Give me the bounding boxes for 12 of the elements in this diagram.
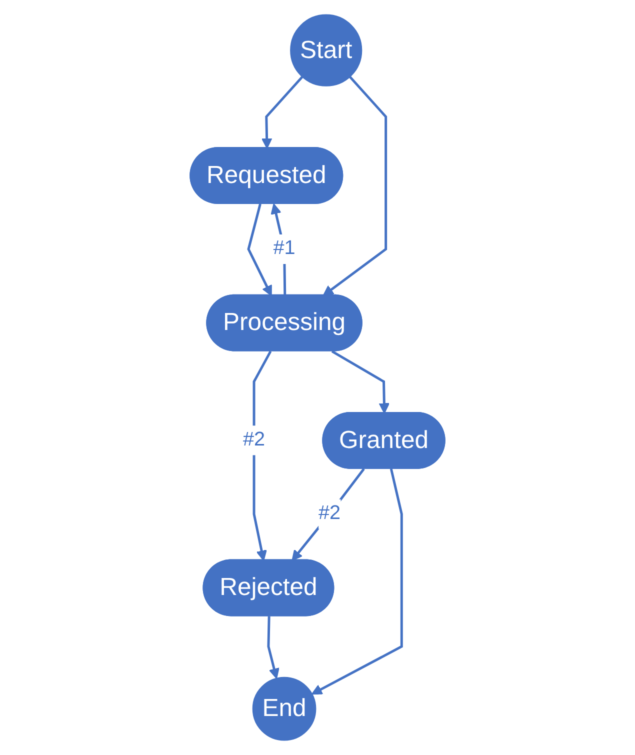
arrow — [311, 468, 403, 695]
arrow — [247, 204, 272, 296]
arrow — [322, 76, 388, 296]
node-circle: Start — [290, 14, 362, 86]
arrow — [267, 616, 280, 679]
edge-label: #2 — [318, 502, 341, 524]
edge-label: #1 — [273, 238, 296, 260]
arrow — [261, 76, 304, 149]
node-circle: End — [252, 676, 316, 741]
edge-label: #2 — [243, 429, 266, 450]
arrow — [331, 350, 390, 414]
arrow — [292, 468, 365, 561]
